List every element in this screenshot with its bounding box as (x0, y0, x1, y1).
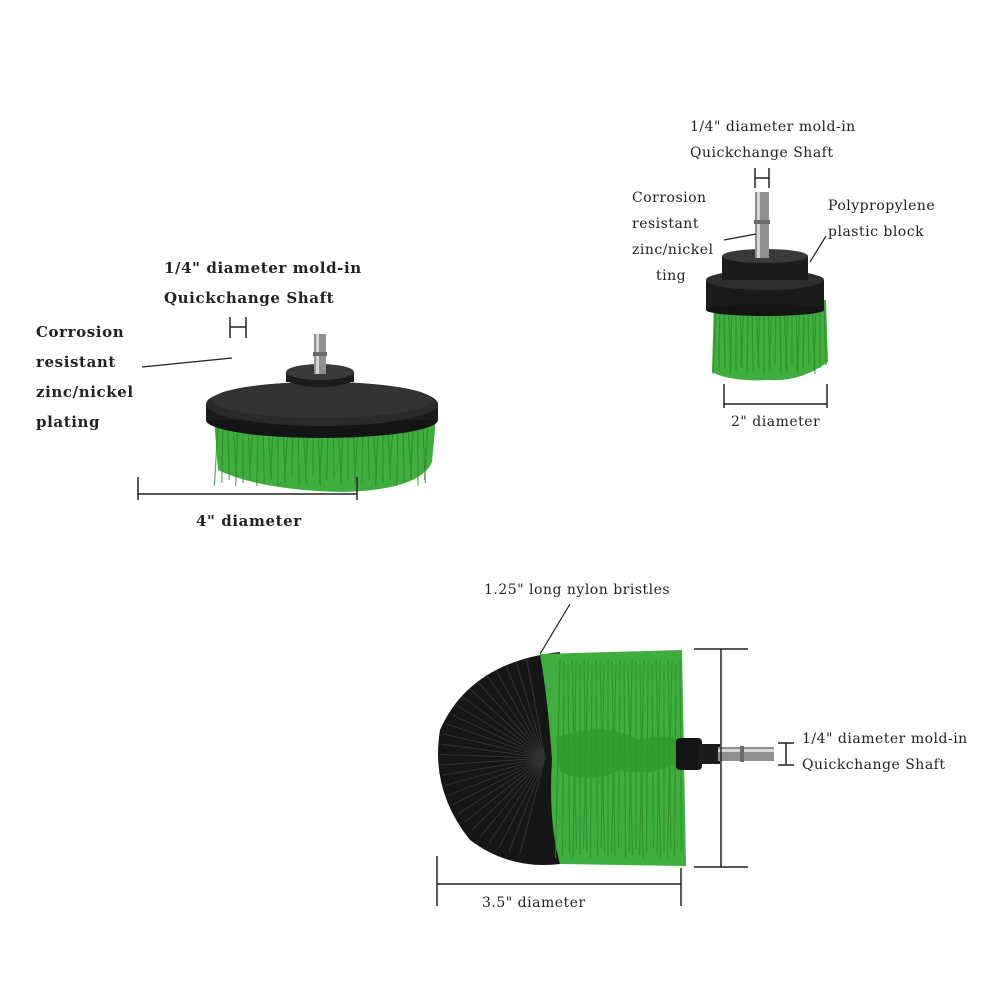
brush-2in-plating-label-line1: Corrosion (632, 190, 707, 206)
brush-4in-plating-label-line4: plating (36, 413, 101, 431)
brush-2in-plating-leader (723, 233, 757, 241)
brush-2in-bristles (712, 300, 828, 381)
brush-ball-green-bristles (540, 650, 690, 866)
brush-2in-shaft-label-line2: Quickchange Shaft (690, 145, 834, 161)
brush-4in-shaft-label: 1/4" diameter mold-in Quickchange Shaft (164, 253, 362, 313)
brush-4in-plating-label: Corrosion resistant zinc/nickel plating (36, 317, 134, 437)
brush-2in-image (706, 168, 828, 408)
brush-2in-block-label: Polypropylene plastic block (828, 193, 935, 245)
brush-2in-shaft-label: 1/4" diameter mold-in Quickchange Shaft (690, 114, 856, 166)
brush-2in-plating-label-line3: zinc/nickel (632, 242, 714, 258)
brush-2in-diameter-dimension (723, 384, 828, 408)
brush-2in-plating-label-line4: ting (656, 268, 687, 284)
brush-4in-diameter-label: 4" diameter (196, 512, 302, 530)
brush-ball-image (436, 603, 794, 906)
brush-ball-diameter-label: 3.5" diameter (482, 895, 586, 911)
brush-2in-shaft (754, 192, 770, 258)
brush-ball-shaft-label: 1/4" diameter mold-in Quickchange Shaft (802, 726, 968, 778)
brush-ball-core (676, 738, 720, 770)
brush-2in-block-label-line2: plastic block (828, 224, 925, 240)
brush-ball-diameter-dimension (436, 856, 682, 906)
brush-ball-bristle-label: 1.25" long nylon bristles (484, 582, 671, 598)
brush-4in-plating-label-line2: resistant (36, 353, 116, 371)
brush-ball-shaft (718, 746, 774, 762)
brush-ball-shaft-dimension (778, 742, 794, 766)
brush-2in-shaft-label-line1: 1/4" diameter mold-in (690, 119, 856, 135)
brush-ball-shaft-label-line1: 1/4" diameter mold-in (802, 731, 968, 747)
brush-2in-block (706, 249, 824, 316)
brush-2in-shaft-dimension (754, 168, 770, 188)
brush-4in-diameter-dimension (137, 477, 358, 500)
brush-4in-shaft-label-line2: Quickchange Shaft (164, 289, 335, 307)
brush-4in-shaft-dimension (229, 317, 247, 338)
brush-4in-shaft-label-line1: 1/4" diameter mold-in (164, 259, 362, 277)
brush-4in-shaft (313, 334, 327, 374)
brush-2in-plating-label-line2: resistant (632, 216, 699, 232)
brush-2in-plating-label: Corrosion resistant zinc/nickel ting (632, 185, 714, 289)
brush-ball-height-dimension (694, 648, 748, 868)
brush-4in-plating-label-line3: zinc/nickel (36, 383, 134, 401)
brush-2in-diameter-label: 2" diameter (731, 414, 821, 430)
brush-ball-shaft-label-line2: Quickchange Shaft (802, 757, 946, 773)
brush-4in-plating-leader (141, 357, 233, 368)
brush-4in-block (206, 364, 438, 438)
brush-2in-block-label-line1: Polypropylene (828, 198, 936, 214)
brush-ball-black-bristles (438, 652, 560, 865)
brush-4in-image (137, 317, 438, 500)
brush-2in-block-leader (809, 235, 827, 263)
brush-4in-plating-label-line1: Corrosion (36, 323, 125, 341)
brush-ball-bristle-leader (539, 603, 571, 655)
